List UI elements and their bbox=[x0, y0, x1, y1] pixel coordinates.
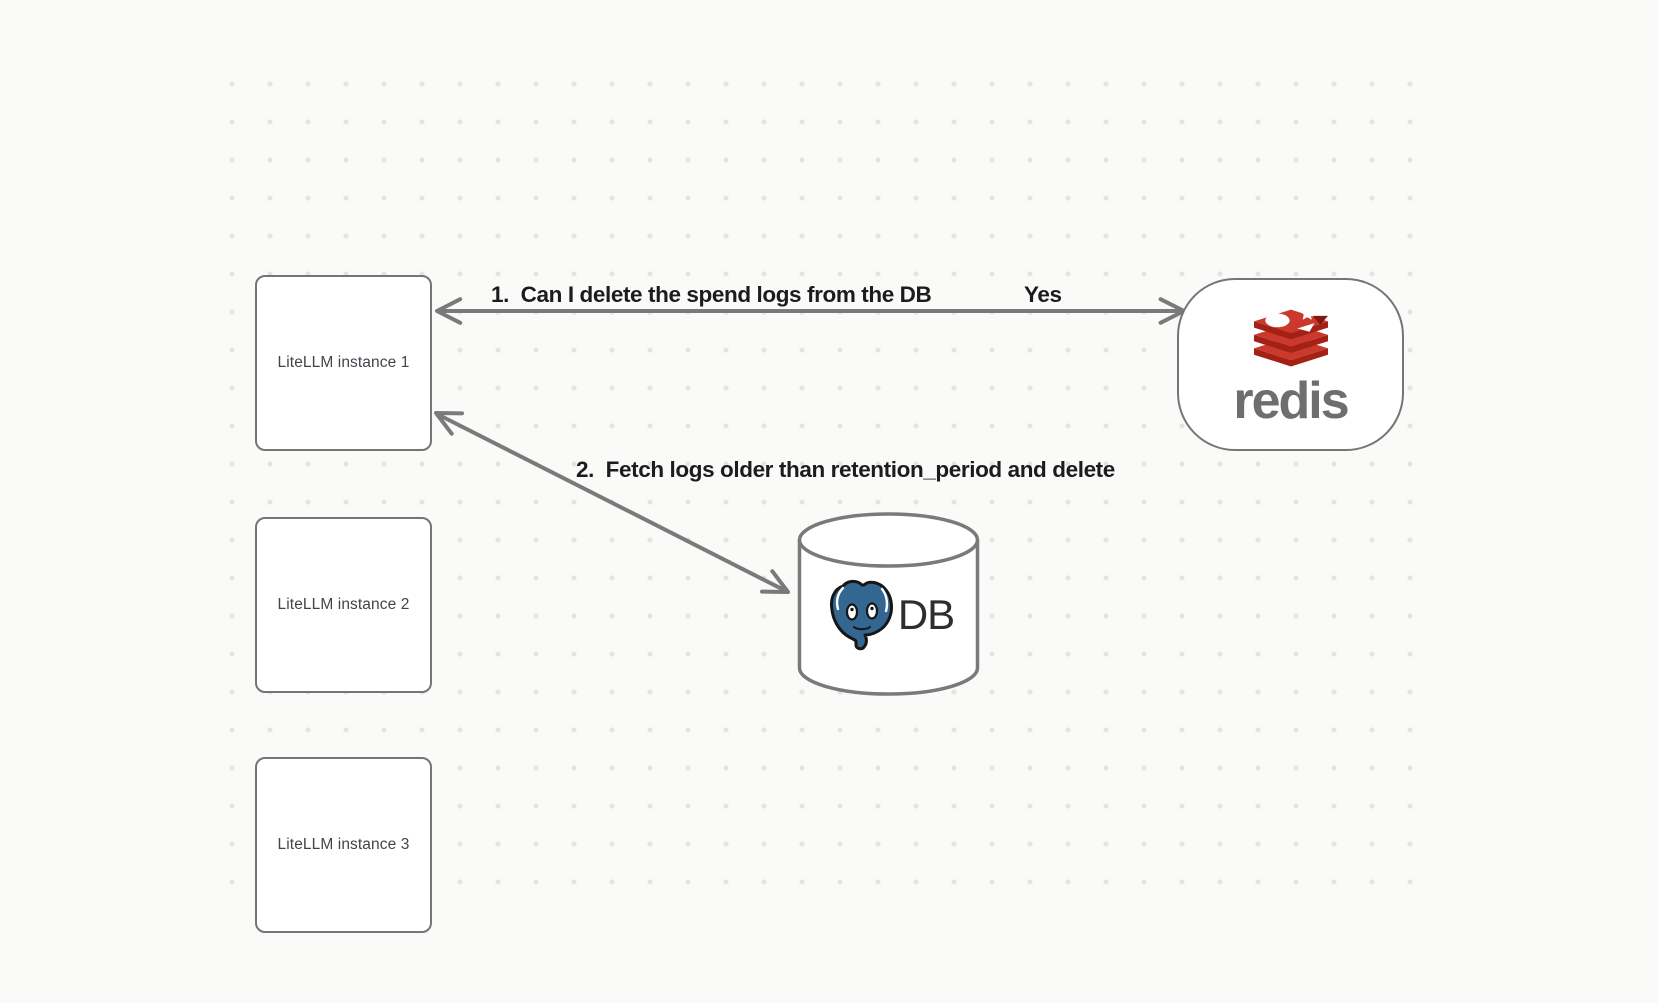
node-litellm-instance-3[interactable]: LiteLLM instance 3 bbox=[255, 757, 432, 933]
node-redis[interactable]: redis bbox=[1177, 278, 1404, 451]
node-label: LiteLLM instance 1 bbox=[277, 354, 410, 371]
edge2-label[interactable]: 2. Fetch logs older than retention_perio… bbox=[576, 457, 1115, 482]
dot-grid-background bbox=[216, 68, 1416, 888]
postgresql-logo-icon bbox=[829, 579, 893, 651]
node-label: LiteLLM instance 3 bbox=[277, 836, 410, 853]
node-db-cylinder[interactable]: DB bbox=[796, 512, 981, 702]
edge1-reply-label[interactable]: Yes bbox=[1024, 282, 1062, 307]
db-label: DB bbox=[897, 591, 955, 638]
node-label: LiteLLM instance 2 bbox=[277, 596, 410, 613]
db-content: DB bbox=[810, 576, 968, 654]
edge1-label[interactable]: 1. Can I delete the spend logs from the … bbox=[491, 282, 932, 307]
redis-wordmark: redis bbox=[1233, 371, 1349, 430]
node-litellm-instance-1[interactable]: LiteLLM instance 1 bbox=[255, 275, 432, 451]
node-litellm-instance-2[interactable]: LiteLLM instance 2 bbox=[255, 517, 432, 693]
redis-logo-icon bbox=[1253, 305, 1328, 367]
